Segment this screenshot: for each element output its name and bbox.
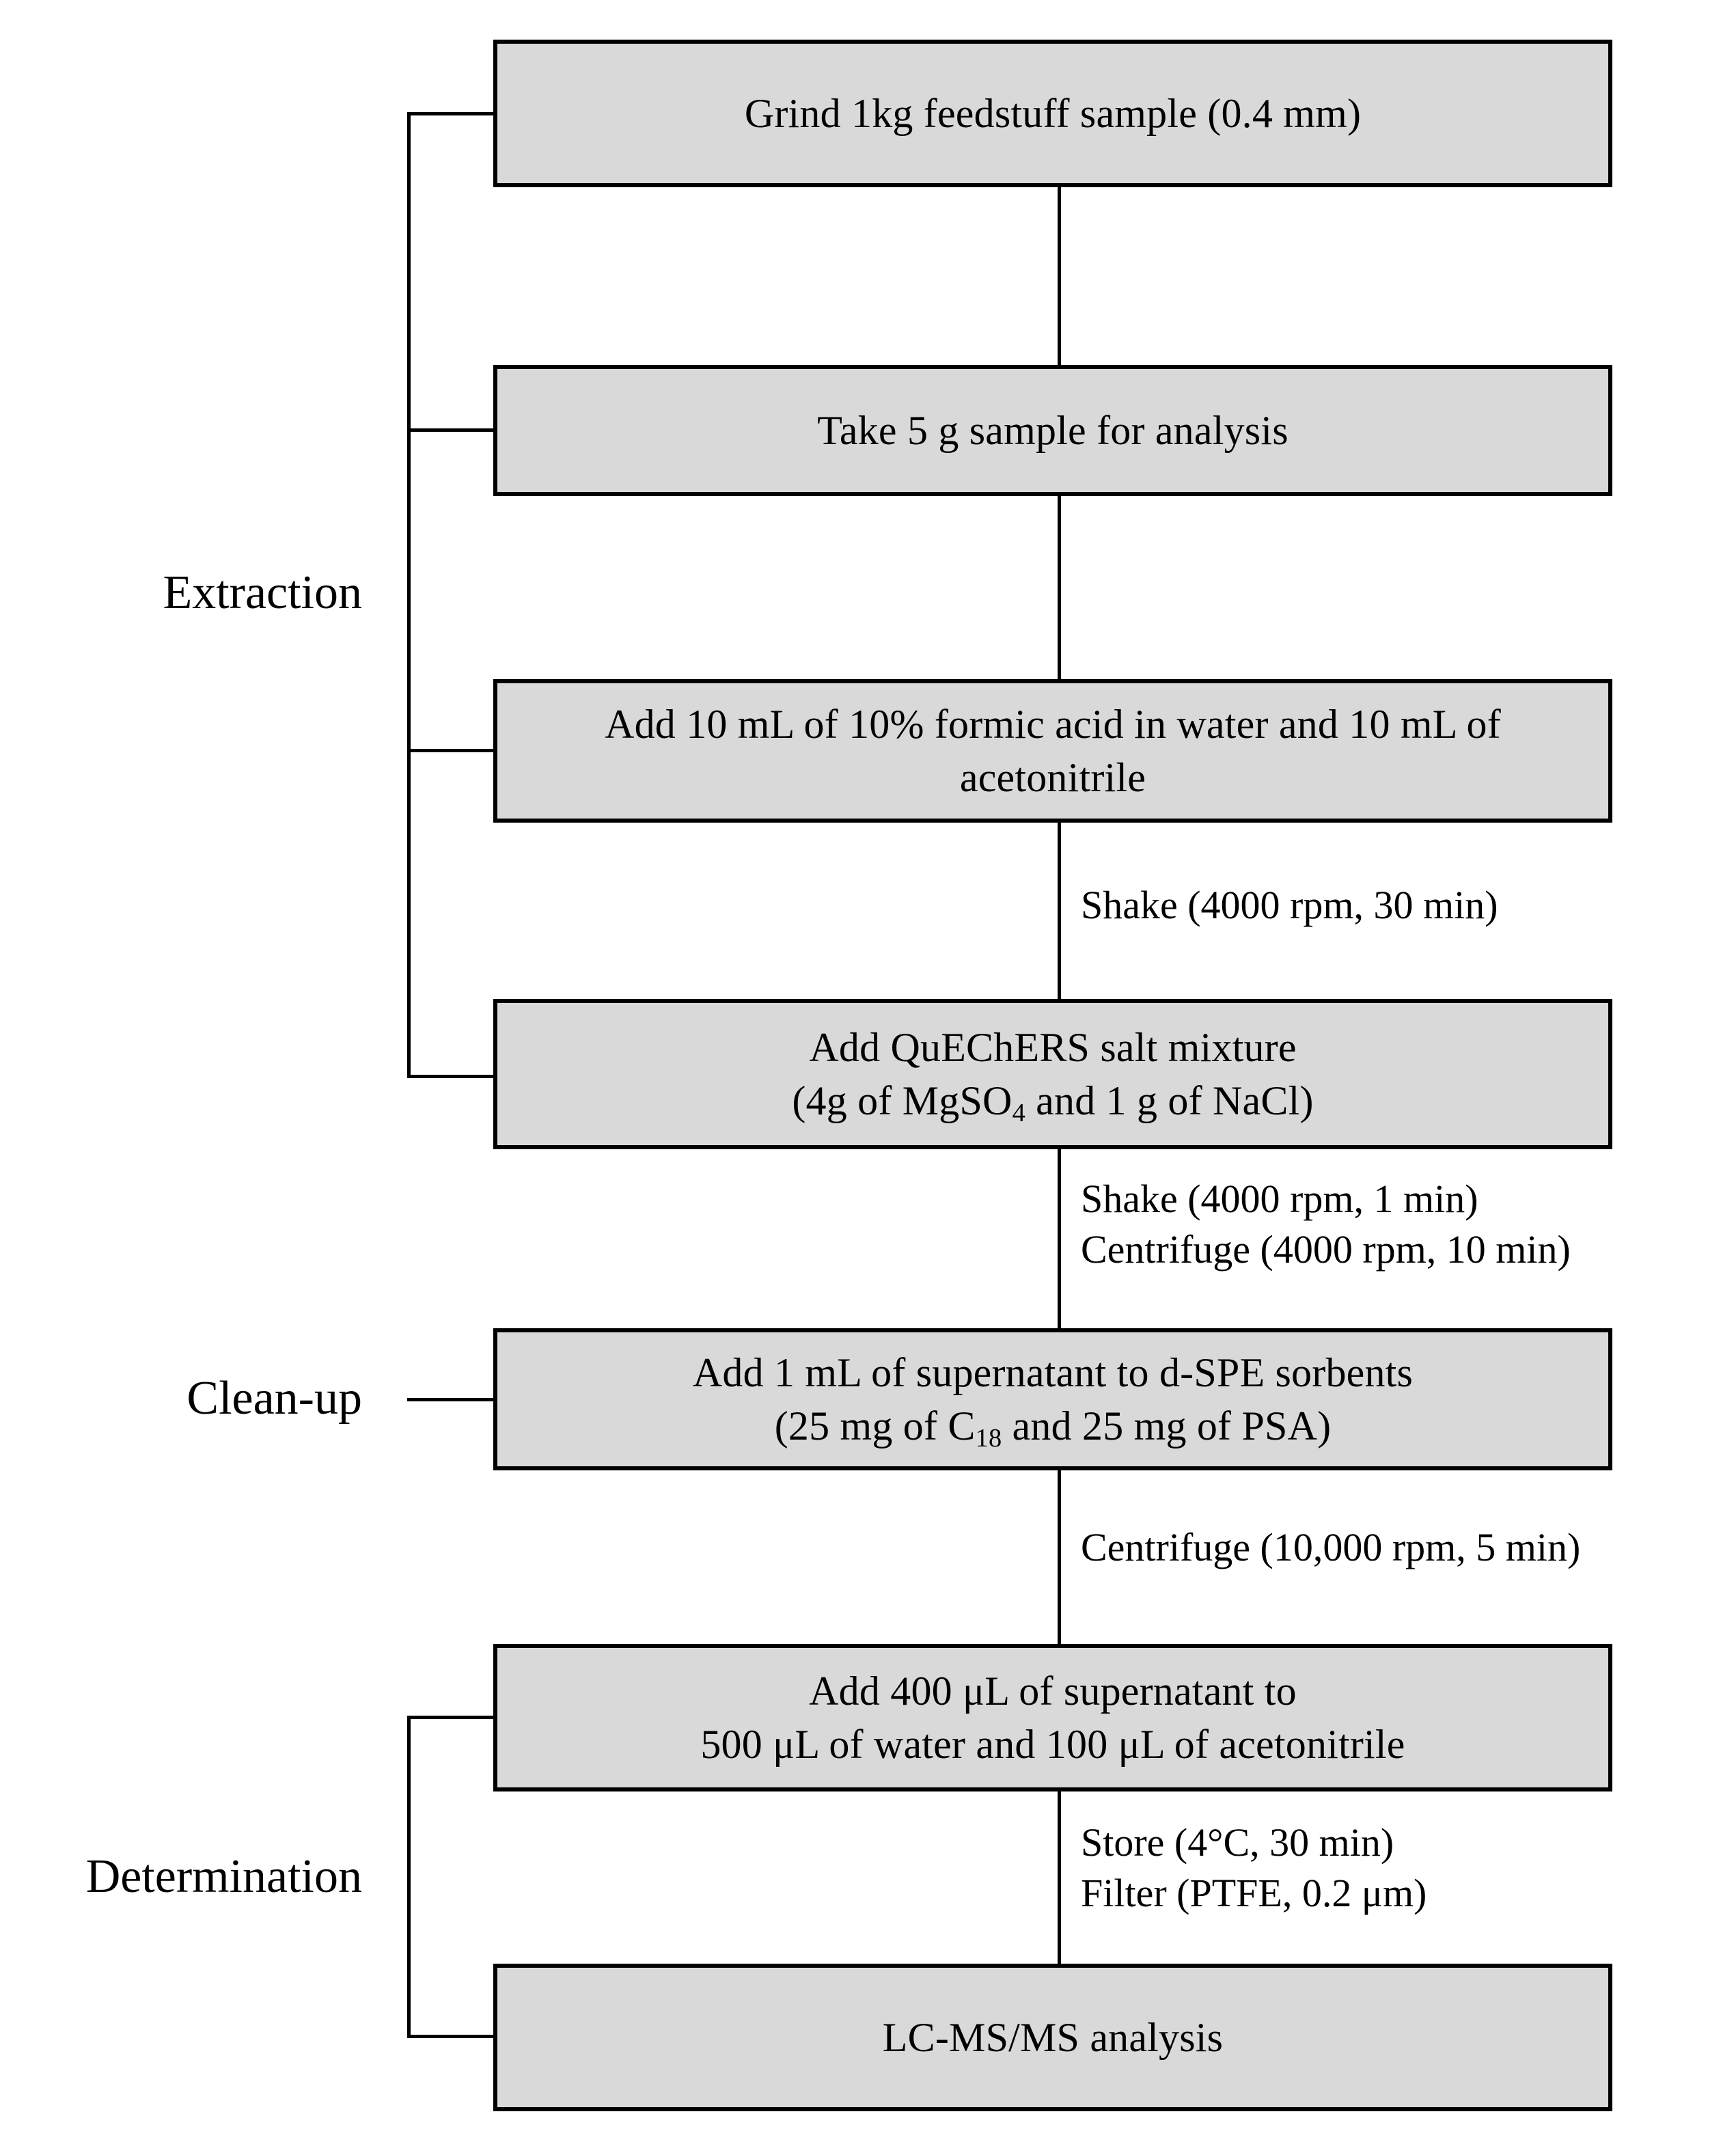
extraction-stub-quechers [407, 1075, 496, 1078]
edge-label-store-filter-line1: Store (4°C, 30 min) [1081, 1820, 1394, 1865]
edge-label-shake-30min: Shake (4000 rpm, 30 min) [1081, 880, 1498, 931]
extraction-stub-grind [407, 112, 496, 115]
edge-label-store-filter: Store (4°C, 30 min) Filter (PTFE, 0.2 μm… [1081, 1817, 1427, 1919]
step-box-grind[interactable]: Grind 1kg feedstuff sample (0.4 mm) [493, 40, 1612, 187]
step-box-dilute-supernatant[interactable]: Add 400 μL of supernatant to 500 μL of w… [493, 1644, 1612, 1791]
cleanup-stub-dspe [407, 1398, 496, 1401]
step-lcmsms-line1: LC-MS/MS analysis [882, 2015, 1224, 2060]
edge-label-shake-30min-line1: Shake (4000 rpm, 30 min) [1081, 883, 1498, 927]
step-box-add-quechers-salt[interactable]: Add QuEChERS salt mixture (4g of MgSO4 a… [493, 999, 1612, 1149]
mgso4-subscript: 4 [1012, 1098, 1025, 1127]
step-add-formic-acid-line1: Add 10 mL of 10% formic acid in water an… [605, 702, 1501, 747]
stage-label-extraction: Extraction [163, 566, 362, 619]
step-box-take-sample[interactable]: Take 5 g sample for analysis [493, 365, 1612, 496]
edge-label-store-filter-line2: Filter (PTFE, 0.2 μm) [1081, 1871, 1427, 1916]
stage-label-determination: Determination [85, 1850, 362, 1903]
step-grind-line1: Grind 1kg feedstuff sample (0.4 mm) [744, 91, 1362, 136]
step-dilute-supernatant-line2: 500 μL of water and 100 μL of acetonitri… [700, 1722, 1405, 1767]
extraction-bracket-spine [407, 112, 411, 1078]
determination-stub-dilute [407, 1716, 496, 1719]
edge-label-centrifuge-10000-line1: Centrifuge (10,000 rpm, 5 min) [1081, 1525, 1581, 1569]
step-add-quechers-salt-line1: Add QuEChERS salt mixture [809, 1025, 1297, 1070]
step-dilute-supernatant-line1: Add 400 μL of supernatant to [809, 1669, 1297, 1714]
determination-stub-lcmsms [407, 2035, 496, 2038]
connector-quechers-to-dspe [1058, 1148, 1061, 1330]
step-add-quechers-salt-line2: (4g of MgSO4 and 1 g of NaCl) [507, 1074, 1599, 1127]
quechers-formula-prefix: (4g of MgSO [792, 1078, 1012, 1123]
step-add-dspe-line1: Add 1 mL of supernatant to d-SPE sorbent… [692, 1350, 1414, 1395]
edge-label-shake-centrifuge-line2: Centrifuge (4000 rpm, 10 min) [1081, 1227, 1571, 1272]
extraction-stub-formic-acid [407, 749, 496, 752]
step-add-dspe-line2: (25 mg of C18 and 25 mg of PSA) [507, 1399, 1599, 1453]
quechers-formula-suffix: and 1 g of NaCl) [1025, 1078, 1314, 1123]
connector-dspe-to-dilute [1058, 1470, 1061, 1644]
connector-formic-to-quechers [1058, 821, 1061, 1000]
connector-grind-to-take [1058, 186, 1061, 366]
step-box-lcmsms[interactable]: LC-MS/MS analysis [493, 1964, 1612, 2111]
extraction-stub-take-sample [407, 428, 496, 432]
connector-dilute-to-lcmsms [1058, 1791, 1061, 1964]
edge-label-shake-centrifuge-line1: Shake (4000 rpm, 1 min) [1081, 1177, 1478, 1221]
step-take-sample-line1: Take 5 g sample for analysis [817, 408, 1289, 453]
step-box-add-formic-acid[interactable]: Add 10 mL of 10% formic acid in water an… [493, 679, 1612, 823]
connector-take-to-formic [1058, 495, 1061, 681]
step-add-formic-acid-line2: acetonitrile [959, 755, 1146, 800]
edge-label-centrifuge-10000: Centrifuge (10,000 rpm, 5 min) [1081, 1522, 1580, 1573]
stage-label-cleanup: Clean-up [187, 1372, 362, 1425]
edge-label-shake-centrifuge: Shake (4000 rpm, 1 min) Centrifuge (4000… [1081, 1174, 1571, 1275]
dspe-formula-prefix: (25 mg of C [774, 1403, 976, 1448]
determination-bracket-spine [407, 1716, 411, 2038]
step-box-add-dspe[interactable]: Add 1 mL of supernatant to d-SPE sorbent… [493, 1328, 1612, 1470]
c18-subscript: 18 [975, 1423, 1002, 1453]
dspe-formula-suffix: and 25 mg of PSA) [1002, 1403, 1332, 1448]
